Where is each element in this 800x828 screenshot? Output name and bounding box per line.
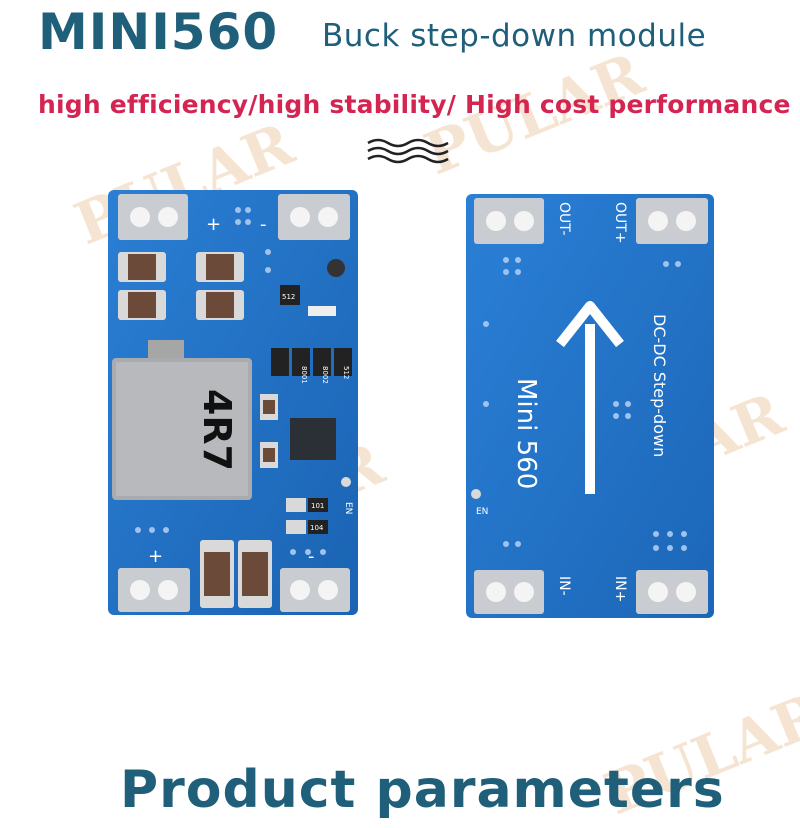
in-minus-label: IN-: [556, 576, 572, 596]
resistor-code: 8002: [321, 366, 329, 384]
resistor-code: 512: [342, 366, 350, 379]
resistor-code: 512: [282, 293, 295, 301]
minus-bottom-label: -: [308, 546, 315, 567]
product-parameters-title: Product parameters: [120, 760, 725, 820]
in-plus-label: IN+: [612, 576, 628, 602]
back-board: OUT- OUT+ Mini 560 DC-DC Step-down EN IN…: [466, 194, 714, 618]
resistor-code: 8001: [300, 366, 308, 384]
resistor-code: 104: [310, 524, 324, 532]
plus-bottom-label: +: [148, 546, 163, 567]
en-label: EN: [343, 502, 353, 514]
minus-top-label: -: [260, 214, 267, 235]
front-board: + - 512 4R7 8001 8002 512 101 104 EN + -: [108, 190, 358, 615]
out-minus-label: OUT-: [556, 202, 572, 236]
wave-divider-icon: [367, 138, 449, 164]
model-label: Mini 560: [511, 378, 541, 489]
inductor-label: 4R7: [195, 389, 239, 471]
page-subtitle: Buck step-down module: [322, 18, 707, 54]
desc-label: DC-DC Step-down: [650, 314, 669, 457]
resistor-code: 101: [311, 502, 324, 510]
tagline: high efficiency/high stability/ High cos…: [38, 90, 791, 119]
page-title: MINI560: [38, 3, 279, 61]
plus-top-label: +: [206, 214, 221, 235]
en-label: EN: [476, 507, 488, 517]
out-plus-label: OUT+: [612, 202, 628, 244]
